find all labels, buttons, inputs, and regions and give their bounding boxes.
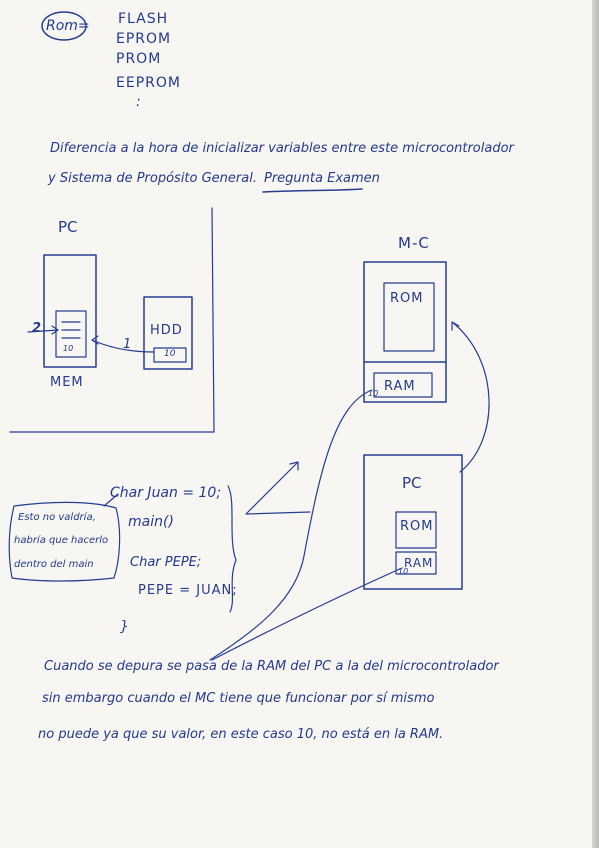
pc-rom-box — [395, 511, 437, 549]
pc-box-title: PC — [402, 474, 422, 492]
mc-rom-label: ROM — [390, 291, 424, 306]
arrow-hdd-to-mem-head — [91, 335, 99, 345]
memory-list-continuation: : — [136, 94, 141, 110]
pc-box — [363, 454, 463, 590]
mem-inner-lines — [61, 321, 81, 339]
side-note-pointer — [103, 493, 119, 507]
side-note-bubble — [8, 501, 121, 582]
page-edge-shadow — [592, 0, 599, 848]
side-note-line-2: habría que hacerlo — [14, 535, 109, 546]
pc-to-mc-curve-head — [451, 321, 460, 331]
arrow-in-mem-head — [51, 325, 59, 335]
exam-tag-underline — [262, 188, 363, 193]
ram-link-curve — [209, 389, 373, 661]
side-note-line-1: Esto no valdría, — [18, 512, 96, 523]
code-line-3: Char PEPE; — [130, 555, 202, 570]
conclusion-line-3: no puede ya que su valor, en este caso 1… — [38, 727, 444, 742]
pc-ram-to-note-line — [211, 567, 403, 661]
code-brace-close: } — [120, 619, 129, 635]
memory-type-prom: PROM — [116, 51, 162, 67]
question-line-1: Diferencia a la hora de inicializar vari… — [50, 141, 514, 156]
mc-box — [363, 261, 447, 403]
mc-ram-box — [373, 372, 433, 398]
question-line-2: y Sistema de Propósito General. — [48, 171, 257, 186]
mem-inner-box — [55, 310, 87, 358]
pc-rom-label: ROM — [400, 519, 434, 534]
code-line-2: main() — [128, 514, 174, 530]
hdd-box — [143, 296, 193, 370]
arrow-hdd-to-mem — [91, 339, 155, 353]
mc-diagram-title: M-C — [398, 234, 430, 252]
arrow-label-2: 2 — [32, 321, 42, 336]
code-line-1: Char Juan = 10; — [110, 485, 222, 501]
pc-diagram-title: PC — [58, 218, 78, 236]
side-note-line-3: dentro del main — [14, 559, 94, 570]
code-bracket — [227, 485, 237, 613]
zigzag-arrow-head — [289, 461, 299, 471]
mc-rom-box — [383, 282, 435, 352]
pc-region-border — [9, 207, 215, 433]
memory-type-flash: FLASH — [118, 11, 169, 27]
pc-ram-box — [395, 551, 437, 575]
rom-label: Rom= — [46, 18, 90, 34]
conclusion-line-1: Cuando se depura se pasa de la RAM del P… — [44, 659, 499, 674]
mc-ram-value: 10 — [368, 389, 379, 398]
code-line-4: PEPE = JUAN; — [138, 583, 238, 598]
arrow-label-1: 1 — [123, 337, 132, 352]
pc-ram-value: 10 — [398, 567, 409, 576]
pc-to-mc-curve — [451, 321, 490, 473]
memory-type-eprom: EPROM — [116, 31, 172, 47]
mem-box — [43, 254, 97, 368]
hdd-inner-box — [153, 347, 187, 363]
mem-value: 10 — [63, 344, 74, 353]
pc-ram-label: RAM — [404, 556, 434, 570]
conclusion-line-2: sin embargo cuando el MC tiene que funci… — [42, 691, 435, 706]
mem-label: MEM — [50, 375, 84, 390]
arrow-in-mem — [27, 329, 59, 333]
hdd-label: HDD — [150, 323, 183, 338]
memory-type-eeprom: EEPROM — [116, 75, 181, 91]
zigzag-arrow — [245, 461, 311, 515]
rom-label-circle — [41, 11, 87, 41]
mc-ram-label: RAM — [384, 379, 416, 394]
hdd-value: 10 — [164, 349, 176, 359]
question-exam-tag: Pregunta Examen — [264, 171, 380, 186]
